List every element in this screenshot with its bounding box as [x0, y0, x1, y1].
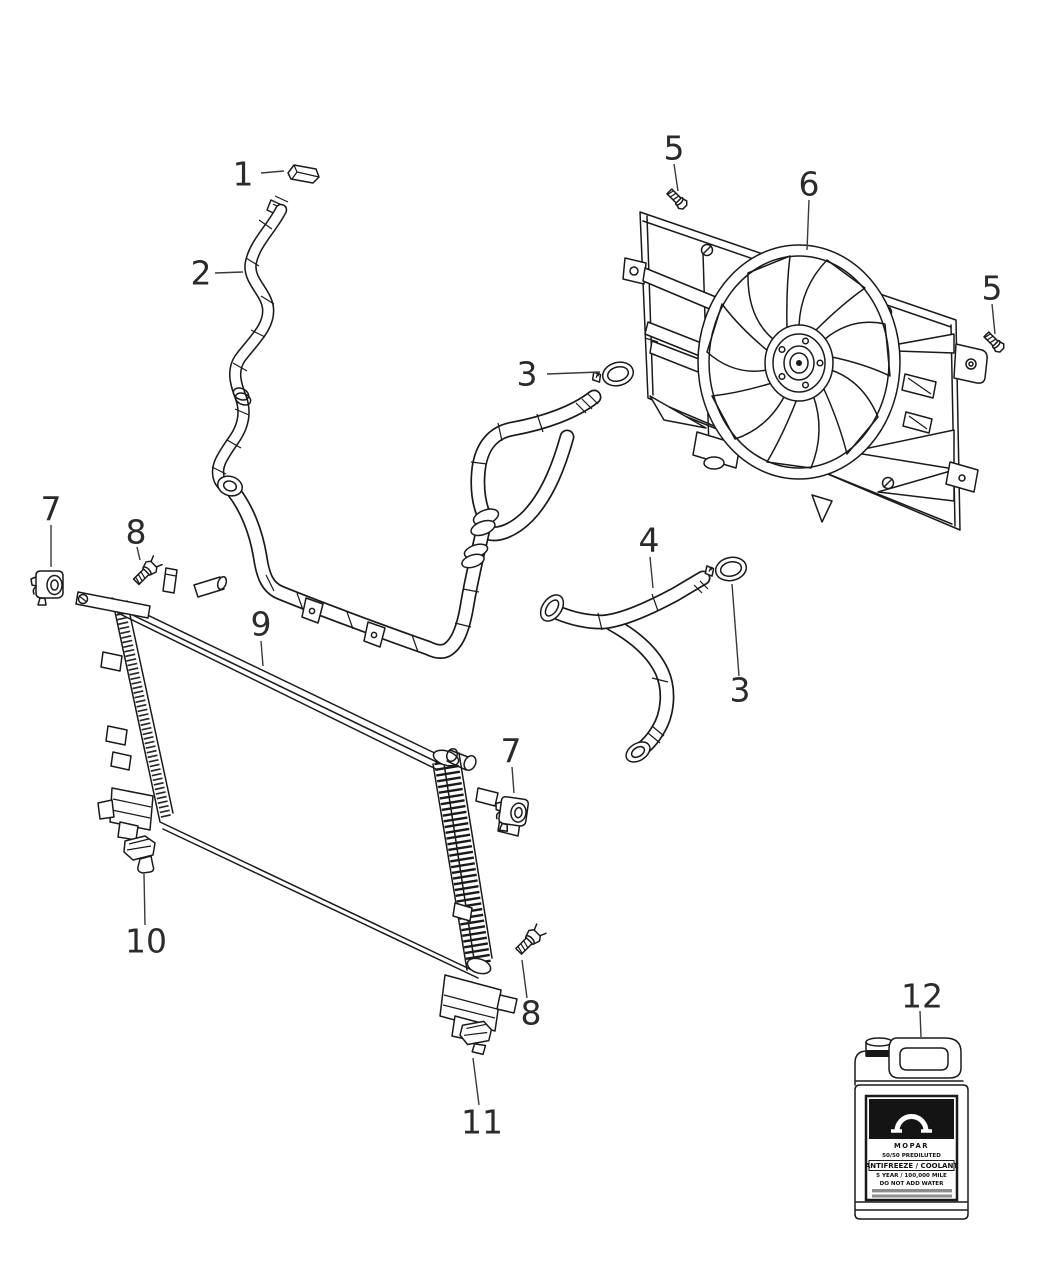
part-12-coolant-jug: MOPAR 50/50 PREDILUTED ANTIFREEZE / COOL…: [855, 1038, 968, 1219]
part-2-heater-hose: [212, 196, 288, 489]
part-5-screw-left: [664, 186, 690, 212]
leader-hose-clamp-lower: [732, 584, 739, 676]
part-8-screw-lower-right: [512, 922, 548, 958]
fan-blades: [707, 256, 890, 468]
callout-screw-upper-left: 8: [125, 512, 147, 552]
part-5-screw-right: [981, 329, 1007, 355]
leader-coolant-jug: [920, 1011, 921, 1037]
jug-brand: MOPAR: [894, 1142, 929, 1150]
callout-coolant-jug: 12: [901, 976, 943, 1016]
callout-clip-upper-left: 7: [40, 489, 62, 529]
callout-retainer-clip: 1: [232, 154, 254, 194]
fan-hub: [765, 325, 833, 401]
callout-clip-lower-right: 7: [500, 731, 522, 771]
leader-hose-clamp-upper: [547, 372, 600, 374]
leader-bracket-lower-right: [473, 1058, 479, 1105]
part-10-bracket: [124, 836, 155, 873]
callout-hose-clamp-upper: 3: [516, 354, 538, 394]
jug-line3: 5 YEAR / 100,000 MILE: [876, 1173, 947, 1179]
leader-heater-hose: [215, 272, 243, 273]
part-3-clamp-lower: [702, 553, 750, 587]
part-4-lower-radiator-hose: [536, 578, 708, 766]
part-8-screw-upper-left: [130, 554, 164, 588]
leader-screw-right: [992, 304, 995, 334]
leader-screw-lower-right: [522, 960, 527, 998]
leader-fan-module: [807, 200, 809, 250]
jug-line2: ANTIFREEZE / COOLANT: [865, 1162, 958, 1170]
mopar-logo: [891, 1117, 932, 1132]
jug-line4: DO NOT ADD WATER: [880, 1181, 945, 1187]
callout-screw-lower-right: 8: [520, 993, 542, 1033]
callout-hose-clamp-lower: 3: [729, 670, 751, 710]
part-3-clamp-upper: [589, 358, 637, 393]
leader-screw-left: [674, 164, 678, 191]
leader-lines: [51, 164, 995, 1105]
callout-bracket-lower-left: 10: [125, 921, 167, 961]
callout-lower-radiator-hose: 4: [638, 520, 660, 560]
leader-bracket-lower-left: [144, 874, 145, 925]
part-7-clip-upper-left: [30, 570, 64, 606]
callout-fan-module: 6: [798, 164, 820, 204]
callout-screw-left: 5: [663, 128, 685, 168]
callout-screw-right: 5: [981, 268, 1003, 308]
part-6-fan-module: [623, 212, 987, 530]
callout-heater-hose: 2: [190, 253, 212, 293]
leader-clip-lower-right: [512, 767, 514, 793]
part-11-bracket: [459, 1020, 492, 1055]
leader-lower-radiator-hose: [650, 557, 653, 588]
jug-line1: 50/50 PREDILUTED: [882, 1153, 941, 1159]
part-9-radiator: [76, 568, 520, 1042]
leader-retainer-clip: [261, 171, 284, 173]
upper-radiator-hose-assembly: [215, 394, 598, 652]
leader-screw-upper-left: [137, 547, 140, 560]
callout-radiator: 9: [250, 604, 272, 644]
part-1-retainer-clip: [288, 165, 319, 183]
leader-radiator: [261, 641, 263, 666]
callout-bracket-lower-right: 11: [461, 1102, 503, 1142]
